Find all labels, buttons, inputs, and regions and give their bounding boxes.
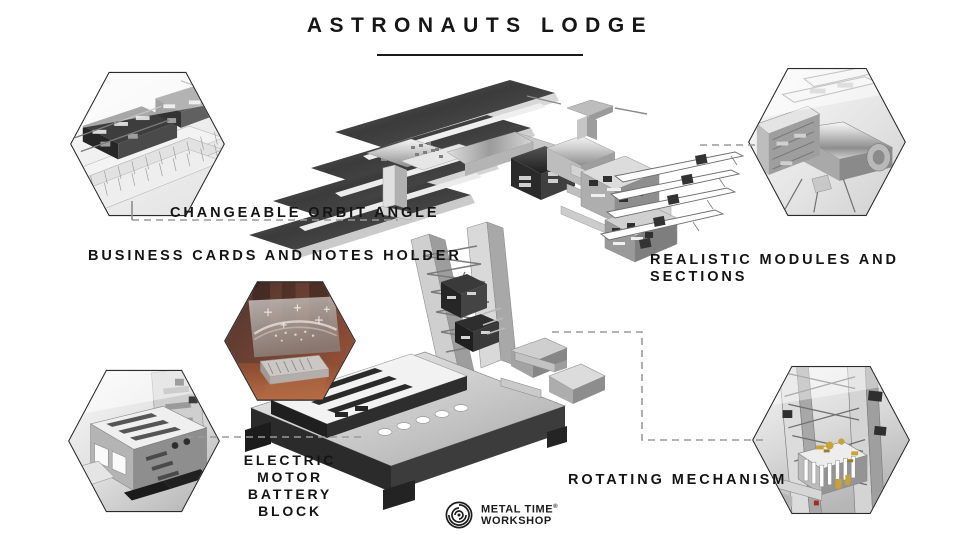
feature-label-changeable-orbit-angle: CHANGEABLE ORBIT ANGLE [170, 205, 440, 221]
page-title-container: ASTRONAUTS LODGE [0, 14, 960, 56]
connector-realistic-modules [700, 138, 758, 152]
hex-image-battery-block [69, 371, 219, 511]
feature-label-electric-motor-battery-block: ELECTRIC MOTOR BATTERY BLOCK [243, 452, 337, 519]
spiral-circle-logo-icon [445, 501, 473, 529]
connector-electric-motor-battery [186, 430, 366, 444]
feature-label-realistic-modules-and-sections: REALISTIC MODULES AND SECTIONS [650, 252, 899, 285]
iss-model-illustration [215, 60, 775, 510]
connector-changeable-orbit-angle [130, 198, 400, 232]
feature-thumbnail-electric-motor-battery[interactable] [68, 369, 220, 513]
hex-image-solar-array [71, 73, 224, 215]
feature-label-rotating-mechanism: ROTATING MECHANISM [568, 472, 788, 488]
page-title: ASTRONAUTS LODGE [306, 14, 654, 37]
brand-logo[interactable]: METAL TIME® WORKSHOP [445, 501, 558, 529]
feature-thumbnail-rotating-mechanism[interactable] [752, 365, 910, 515]
feature-label-business-cards-and-notes-holder: BUSINESS CARDS AND NOTES HOLDER [88, 248, 462, 264]
hex-image-rotating-mechanism [753, 367, 909, 513]
brand-logo-text: METAL TIME® WORKSHOP [481, 502, 558, 528]
connector-rotating-mechanism [552, 326, 772, 452]
title-underline [377, 54, 583, 56]
hex-image-modules [749, 69, 905, 215]
brand-name-line1: METAL TIME® [481, 503, 559, 516]
brand-name-line2: WORKSHOP [481, 515, 552, 528]
